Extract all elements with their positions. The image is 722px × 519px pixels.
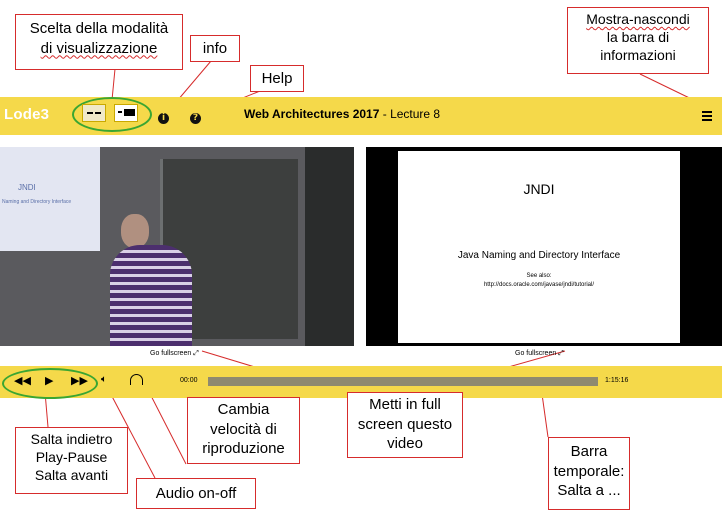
callout-view-mode-line2: di visualizzazione: [40, 39, 158, 57]
callout-toggle-line1: Mostra-nascondi: [586, 11, 690, 27]
slide-url: http://docs.oracle.com/javase/jndi/tutor…: [483, 282, 595, 288]
fullscreen-left-button[interactable]: Go fullscreen ⤢: [150, 350, 199, 358]
play-icon[interactable]: ▶: [45, 374, 54, 387]
lecture-title: Web Architectures 2017 - Lecture 8: [244, 107, 440, 121]
expand-icon: ⤢: [558, 350, 564, 357]
camera-video[interactable]: JNDI Naming and Directory Interface: [0, 147, 354, 346]
lecturer-body: [110, 245, 192, 346]
fullscreen-left-label: Go fullscreen: [150, 350, 192, 357]
callout-timeline-line2: temporale:: [553, 462, 625, 480]
fullscreen-right-button[interactable]: Go fullscreen ⤢: [515, 350, 564, 358]
lecture-title-rest: - Lecture 8: [379, 107, 441, 121]
callout-help: Help: [250, 65, 304, 92]
slide-title: JNDI: [523, 181, 555, 197]
projection-screen: [0, 147, 100, 251]
projected-slide-title: JNDI: [18, 183, 36, 192]
callout-toggle-line3: informazioni: [600, 47, 676, 64]
playback-controls-highlight: [2, 368, 98, 399]
total-time: 1:15:16: [605, 377, 629, 384]
projected-slide-subtitle: Naming and Directory Interface: [2, 199, 72, 205]
callout-speed-line2: velocità di: [210, 420, 277, 438]
callout-timeline-line1: Barra: [570, 443, 608, 460]
current-time: 00:00: [180, 377, 198, 384]
callout-speed-line1: Cambia: [217, 401, 270, 418]
callout-info-text: info: [202, 40, 228, 57]
timeline-scrubber[interactable]: [208, 377, 598, 386]
expand-icon: ⤢: [193, 350, 199, 357]
menu-icon[interactable]: [702, 111, 712, 123]
callout-audio: Audio on-off: [136, 478, 256, 509]
callout-view-mode: Scelta della modalità di visualizzazione: [15, 14, 183, 70]
rewind-icon[interactable]: ◀◀: [14, 374, 31, 387]
blackboard-right: [305, 147, 354, 346]
info-icon[interactable]: i: [158, 113, 169, 124]
callout-playback-speed: Cambia velocità di riproduzione: [187, 397, 300, 464]
app-logo: Lode3: [4, 106, 50, 123]
callout-controls-line3: Salta avanti: [34, 467, 109, 484]
callout-toggle-line2: la barra di: [606, 29, 670, 46]
volume-icon[interactable]: 🔈︎: [101, 374, 107, 385]
fullscreen-right-label: Go fullscreen: [515, 350, 557, 357]
lecturer-head-shape: [121, 214, 149, 248]
speed-gauge-icon[interactable]: [130, 374, 143, 385]
callout-fullscreen-line1: Metti in full: [369, 396, 441, 413]
callout-timeline-line3: Salta a ...: [557, 482, 621, 499]
callout-fullscreen-line3: video: [387, 435, 423, 452]
callout-controls-line2: Play-Pause: [35, 449, 108, 466]
lecture-title-bold: Web Architectures 2017: [244, 107, 380, 121]
forward-icon[interactable]: ▶▶: [71, 374, 88, 387]
slide-subtitle: Java Naming and Directory Interface: [457, 250, 621, 261]
callout-help-text: Help: [261, 70, 293, 87]
callout-audio-text: Audio on-off: [155, 485, 237, 502]
slide-see-also: See also:: [526, 273, 552, 279]
slide: [398, 151, 680, 343]
help-icon[interactable]: ?: [190, 113, 201, 124]
view-mode-highlight: [72, 97, 152, 132]
callout-fullscreen: Metti in full screen questo video: [347, 392, 463, 458]
callout-timeline: Barra temporale: Salta a ...: [548, 437, 630, 510]
view-mode-split-button[interactable]: [82, 104, 106, 122]
callout-fullscreen-line2: screen questo: [357, 415, 453, 433]
callout-speed-line3: riproduzione: [202, 440, 285, 457]
callout-controls-line1: Salta indietro: [30, 431, 113, 447]
view-mode-slide-button[interactable]: [114, 104, 138, 122]
callout-toggle-info-bar: Mostra-nascondi la barra di informazioni: [567, 7, 709, 74]
callout-info: info: [190, 35, 240, 62]
callout-playback-controls: Salta indietro Play-Pause Salta avanti: [15, 427, 128, 494]
